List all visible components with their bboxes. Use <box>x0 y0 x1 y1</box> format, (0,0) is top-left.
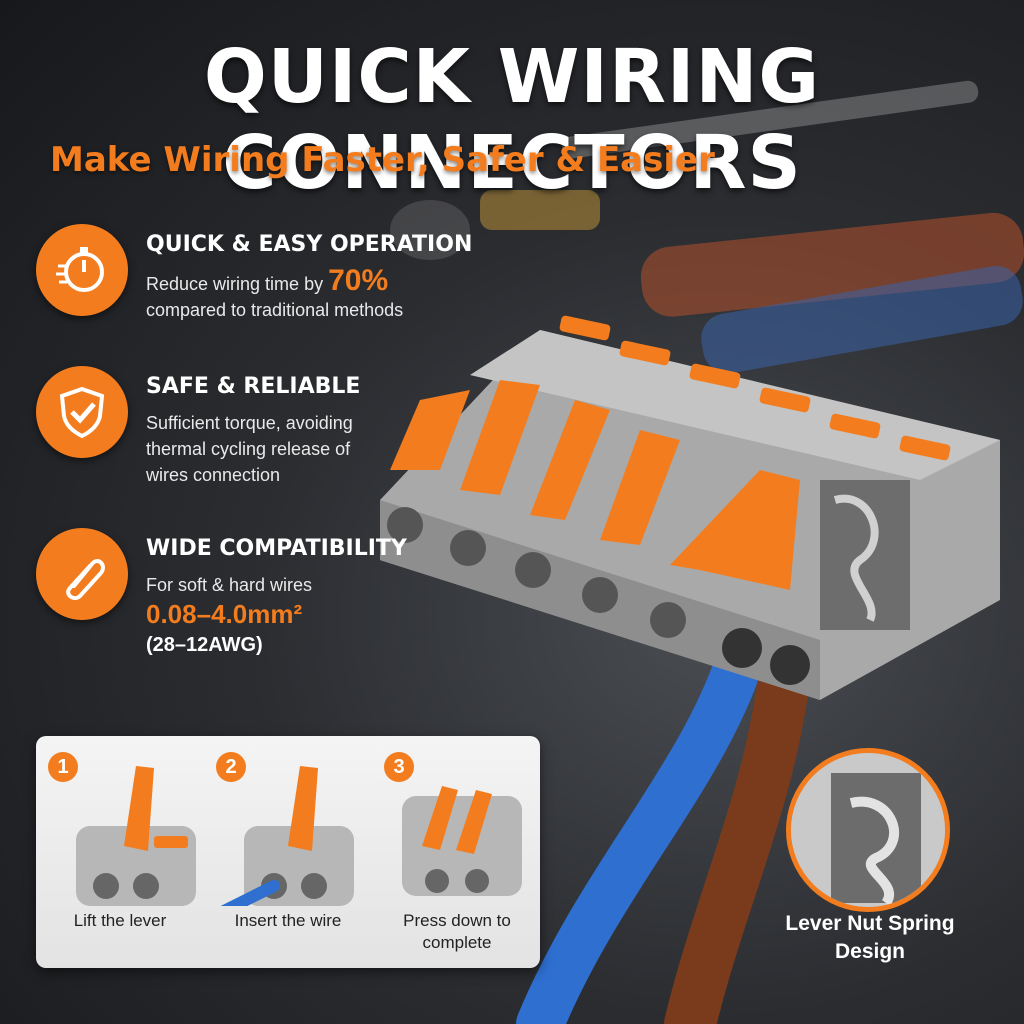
step-number: 2 <box>216 752 246 782</box>
brown-wire <box>664 644 811 1024</box>
connector-insert-wire-illustration <box>220 766 354 906</box>
time-reduction-value: 70% <box>328 264 389 297</box>
feature-safe-reliable: SAFE & RELIABLE Sufficient torque, avoid… <box>36 366 456 496</box>
feature-desc: For soft & hard wires 0.08–4.0mm² (28–12… <box>146 572 456 660</box>
blue-wire <box>516 636 764 1024</box>
screwdriver-handle <box>480 190 600 230</box>
page-subtitle: Make Wiring Faster, Safer & Easier <box>50 140 715 180</box>
connector-block <box>380 315 1000 700</box>
step-number: 3 <box>384 752 414 782</box>
connector-lever-down-illustration <box>402 786 522 896</box>
step-label: Insert the wire <box>234 911 342 930</box>
feature-wide-compatibility: WIDE COMPATIBILITY For soft & hard wires… <box>36 528 456 678</box>
pliers-handle-blue <box>701 265 1023 374</box>
wire-size-spec: 0.08–4.0mm² <box>146 599 303 629</box>
stopwatch-icon <box>36 224 128 316</box>
screwdriver-shaft <box>561 80 979 159</box>
step-number: 1 <box>48 752 78 782</box>
pliers-handle-red <box>640 212 1024 317</box>
step-1: 1 Lift the lever <box>36 736 204 968</box>
feature-title: QUICK & EASY OPERATION <box>146 232 473 257</box>
steps-panel: 1 Lift the lever 2 Insert the wire 3 <box>36 736 540 968</box>
step-2: 2 Insert the wire <box>204 736 372 968</box>
connector-lever-up-illustration <box>76 766 196 906</box>
feature-desc-prefix: Reduce wiring time by <box>146 274 324 294</box>
feature-desc-text: For soft & hard wires <box>146 575 313 595</box>
feature-title: SAFE & RELIABLE <box>146 374 361 399</box>
shield-check-icon <box>36 366 128 458</box>
paperclip-icon <box>36 528 128 620</box>
spring-detail-closeup <box>786 748 950 912</box>
step-label: Lift the lever <box>73 911 167 930</box>
spring-design-label: Lever Nut Spring Design <box>785 912 955 963</box>
feature-quick-operation: QUICK & EASY OPERATION Reduce wiring tim… <box>36 224 472 334</box>
spring-mechanism-illustration <box>791 753 945 907</box>
feature-desc-suffix: compared to traditional methods <box>146 300 404 320</box>
step-3: 3 Press down to complete <box>372 736 540 968</box>
feature-desc: Sufficient torque, avoiding thermal cycl… <box>146 413 353 485</box>
feature-desc: Reduce wiring time by 70% compared to tr… <box>146 266 456 323</box>
page-title: QUICK WIRING CONNECTORS <box>203 34 821 206</box>
feature-title: WIDE COMPATIBILITY <box>146 536 407 561</box>
awg-spec: (28–12AWG) <box>146 634 263 656</box>
step-label: Press down to complete <box>403 911 511 952</box>
